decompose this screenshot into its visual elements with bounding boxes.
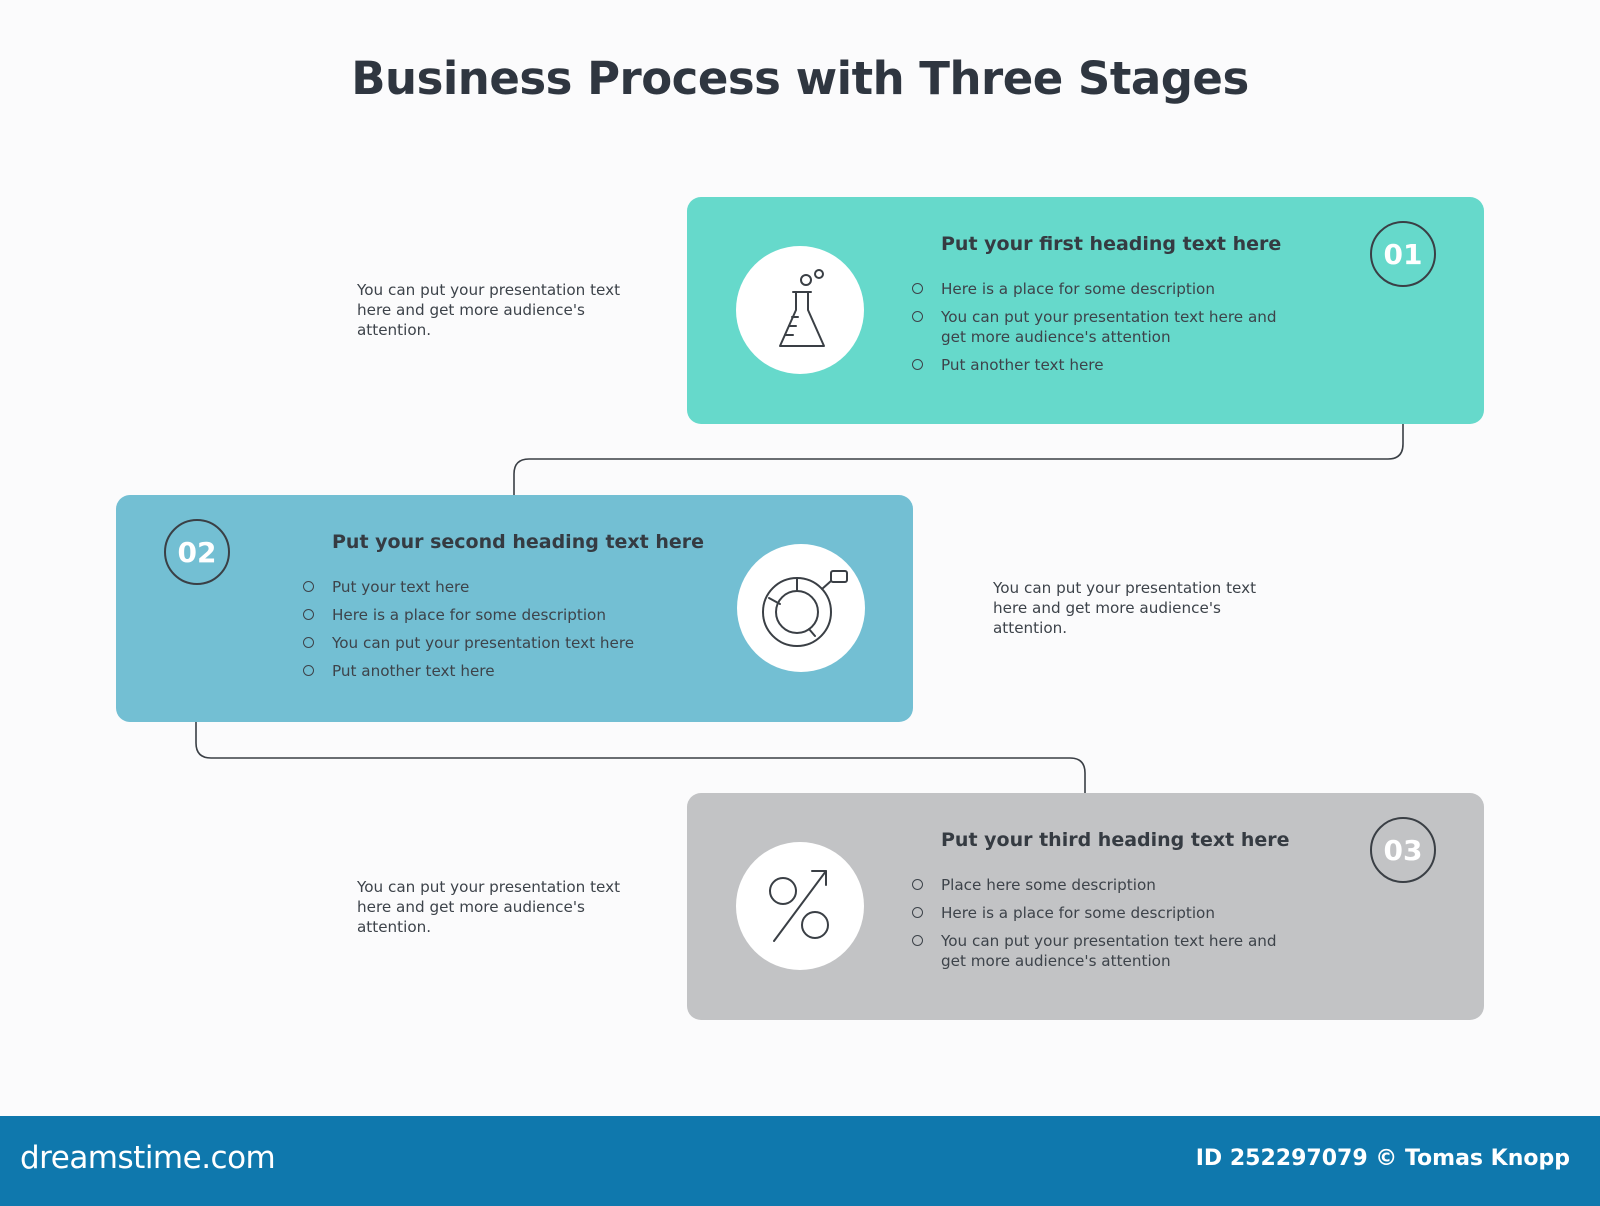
stage-2-card: 02 Put your second heading text here Put… <box>116 495 913 722</box>
donut-chart-icon <box>762 570 848 647</box>
connector-01-to-02 <box>513 285 1404 495</box>
process-connector-lines <box>195 285 1404 793</box>
footer-bar: dreamstime.com ID 252297079 © Tomas Knop… <box>0 1116 1600 1206</box>
stage-3-heading: Put your third heading text here <box>941 829 1290 851</box>
list-item: Here is a place for some description <box>303 605 663 625</box>
connector-02-to-03 <box>195 584 1086 793</box>
stage-3-card: 03 Put your third heading text here Plac… <box>687 793 1484 1020</box>
stage-3-bullet-list: Place here some description Here is a pl… <box>912 875 1282 979</box>
percent-growth-icon <box>769 870 829 942</box>
stage-3-side-text: You can put your presentation text here … <box>357 878 621 936</box>
stage-2-side-text: You can put your presentation text here … <box>993 579 1257 637</box>
stage-1-number-badge: 01 <box>1370 221 1436 287</box>
list-item: Here is a place for some description <box>912 903 1282 923</box>
page-title: Business Process with Three Stages <box>351 52 1249 105</box>
stage-2-bullet-list: Put your text here Here is a place for s… <box>303 577 663 689</box>
list-item: Place here some description <box>912 875 1282 895</box>
stage-1-heading: Put your first heading text here <box>941 233 1282 255</box>
stage-2-icon-circle <box>737 544 865 672</box>
list-item: Put another text here <box>303 661 663 681</box>
list-item: Here is a place for some description <box>912 279 1282 299</box>
footer-logo: dreamstime.com <box>20 1140 276 1176</box>
stage-1-card: 01 Put your first heading text here Here… <box>687 197 1484 424</box>
footer-credit: ID 252297079 © Tomas Knopp <box>1195 1146 1570 1171</box>
list-item: You can put your presentation text here … <box>912 307 1282 347</box>
stage-2-heading: Put your second heading text here <box>332 531 705 553</box>
list-item: You can put your presentation text here … <box>912 931 1282 971</box>
stage-3-number-badge: 03 <box>1370 817 1436 883</box>
list-item: You can put your presentation text here <box>303 633 663 653</box>
stage-1-icon-circle <box>736 246 864 374</box>
list-item: Put your text here <box>303 577 663 597</box>
stage-1-side-text: You can put your presentation text here … <box>357 281 621 339</box>
stage-1-bullet-list: Here is a place for some description You… <box>912 279 1282 383</box>
list-item: Put another text here <box>912 355 1282 375</box>
flask-icon <box>779 269 825 347</box>
stage-3-icon-circle <box>736 842 864 970</box>
stage-2-number-badge: 02 <box>164 519 230 585</box>
